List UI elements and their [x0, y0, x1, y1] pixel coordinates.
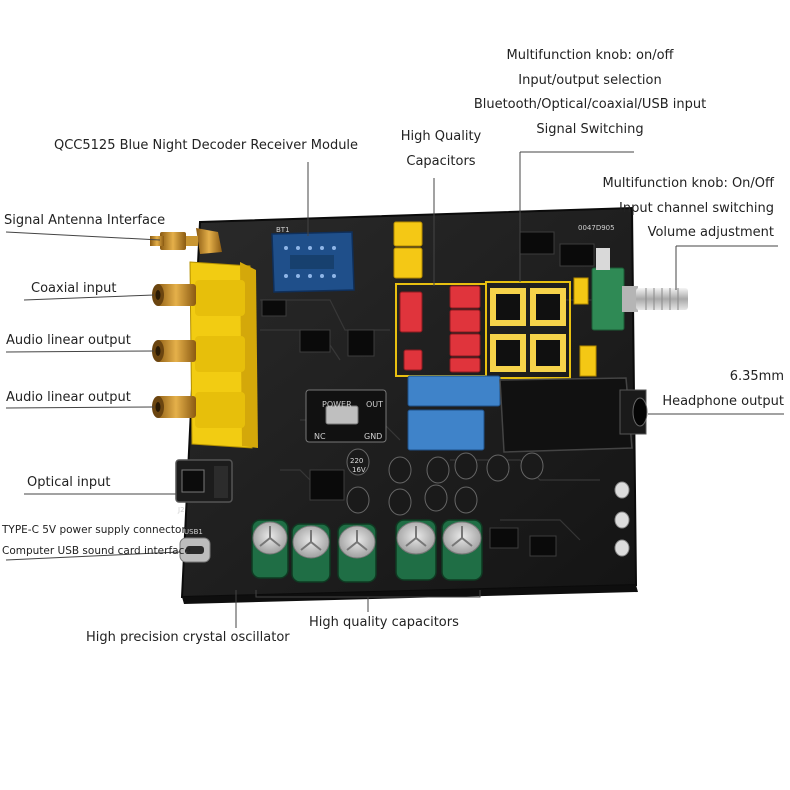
label-optical-input: Optical input [27, 475, 111, 490]
silk-usb1: USB1 [184, 528, 203, 536]
optical-connector-shape [175, 459, 233, 503]
label-bluetooth-module: QCC5125 Blue Night Decoder Receiver Modu… [54, 138, 359, 153]
label-hq-capacitors-top-2: Capacitors [406, 154, 476, 169]
label-knob-top-2: Input/output selection [518, 73, 662, 88]
label-usb-sound-card: Computer USB sound card interface [2, 545, 191, 557]
silk-j2: J2 [178, 506, 185, 514]
silk-out: OUT [366, 400, 384, 409]
silk-gnd: GND [364, 432, 383, 441]
headphone-jack-shape [499, 377, 648, 453]
label-coaxial-input: Coaxial input [31, 281, 117, 296]
label-hq-capacitors-top-1: High Quality [400, 129, 482, 144]
label-knob-top-1: Multifunction knob: on/off [506, 48, 674, 63]
label-knob-top-4: Signal Switching [536, 122, 644, 137]
label-knob-right-2: Input channel switching [619, 201, 774, 216]
label-knob-top-3: Bluetooth/Optical/coaxial/USB input [473, 97, 707, 112]
antenna-connector-shape [150, 228, 222, 254]
silk-bt: BT1 [276, 226, 290, 234]
callout-lines [5, 151, 784, 628]
label-hq-capacitors-bottom: High quality capacitors [309, 615, 459, 630]
small-electrolytic-capacitors [346, 448, 544, 516]
red-capacitors [399, 285, 481, 373]
silk-cap-value: 220 [350, 457, 364, 465]
silk-cap-voltage: 16V [352, 466, 366, 474]
bluetooth-module-shape [271, 231, 355, 293]
silk-nc: NC [314, 432, 326, 441]
usb-c-connector-shape [179, 537, 211, 563]
status-leds [614, 481, 630, 557]
op-amp-sockets [485, 281, 571, 379]
silk-code: 0047D905 [578, 224, 615, 232]
label-audio-output-1: Audio linear output [6, 333, 131, 348]
label-headphone-output: Headphone output [662, 394, 784, 409]
rca-housing-shape [189, 261, 258, 449]
large-green-capacitors [251, 519, 483, 583]
label-knob-right-3: Volume adjustment [647, 225, 774, 240]
blue-film-capacitors [407, 375, 501, 451]
label-typec-power: TYPE-C 5V power supply connector [2, 524, 186, 536]
label-knob-right-1: Multifunction knob: On/Off [602, 176, 774, 191]
label-crystal-oscillator: High precision crystal oscillator [86, 630, 290, 645]
potentiometer-shape [591, 248, 688, 331]
rca-jacks-shape [152, 284, 196, 418]
label-audio-output-2: Audio linear output [6, 390, 131, 405]
crystal-box-shape [305, 389, 387, 443]
silk-power: POWER [322, 400, 352, 409]
label-antenna: Signal Antenna Interface [4, 213, 166, 228]
label-headphone-size: 6.35mm [729, 369, 784, 384]
yellow-box-capacitors [393, 221, 597, 377]
